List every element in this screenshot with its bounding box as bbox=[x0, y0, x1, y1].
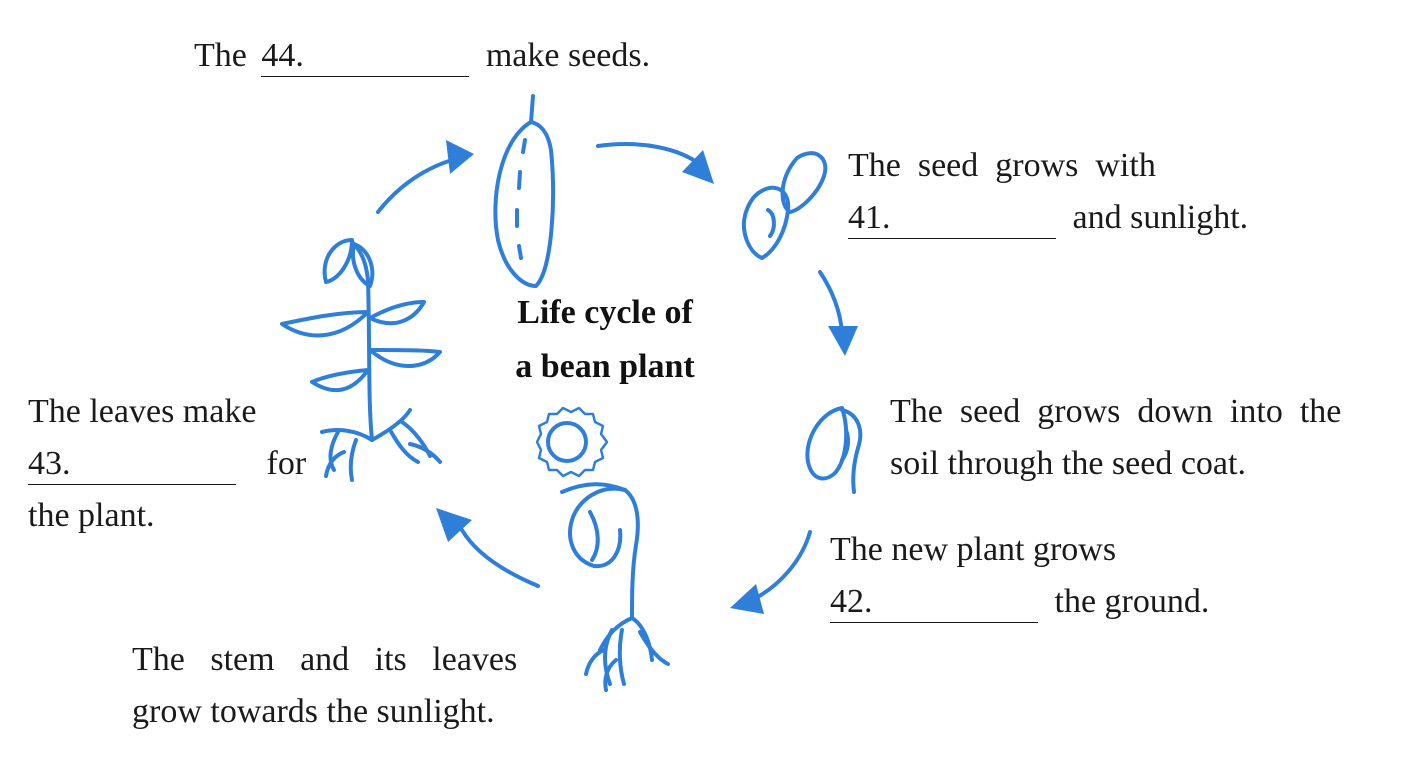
sprouting-seed-icon bbox=[805, 406, 863, 494]
stage-right-bottom-line1: The new plant grows bbox=[830, 531, 1117, 568]
arrow-seeds-to-sprout-icon bbox=[818, 270, 858, 356]
diagram-title: Life cycle of a bean plant bbox=[482, 286, 728, 394]
stage-bottom-text: The stem and its leaves grow towards the… bbox=[132, 634, 517, 738]
blank-number-41: 41. bbox=[848, 199, 891, 236]
stage-left-line1: The leaves make bbox=[28, 393, 257, 430]
stage-top-text: The 44. make seeds. bbox=[194, 30, 650, 82]
stage-bottom-line2: grow towards the sunlight. bbox=[132, 693, 495, 730]
stage-right-bottom-after: the ground. bbox=[1054, 583, 1210, 620]
stage-top-before: The bbox=[194, 37, 247, 74]
stage-right-top-after: and sunlight. bbox=[1072, 199, 1249, 236]
stage-right-mid-line2: soil through the seed coat. bbox=[890, 445, 1246, 482]
seedling-icon bbox=[560, 482, 670, 692]
arrow-pod-to-seeds-icon bbox=[596, 142, 714, 184]
stage-left-after: for bbox=[266, 445, 307, 482]
stage-left-text: The leaves make 43. for the plant. bbox=[28, 386, 306, 542]
sun-icon bbox=[535, 406, 609, 478]
seeds-icon bbox=[742, 151, 828, 260]
arrow-plant-to-pod-icon bbox=[376, 140, 474, 214]
bean-pod-icon bbox=[493, 94, 556, 288]
stage-right-mid-text: The seed grows down into the soil throug… bbox=[890, 386, 1341, 490]
blank-number-43: 43. bbox=[28, 445, 71, 482]
stage-right-top-line1: The seed grows with bbox=[848, 147, 1156, 184]
stage-right-mid-line1: The seed grows down into the bbox=[890, 393, 1342, 430]
arrow-sprout-to-seedling-icon bbox=[730, 530, 812, 614]
answer-blank-44[interactable]: 44. bbox=[261, 36, 470, 77]
stage-left-line3: the plant. bbox=[28, 497, 155, 534]
diagram-title-line1: Life cycle of bbox=[517, 294, 693, 331]
answer-blank-42[interactable]: 42. bbox=[830, 582, 1038, 623]
blank-number-44: 44. bbox=[261, 37, 304, 74]
stage-bottom-line1: The stem and its leaves bbox=[132, 641, 518, 678]
stage-right-top-text: The seed grows with 41. and sunlight. bbox=[848, 140, 1248, 244]
arrow-seedling-to-plant-icon bbox=[436, 508, 540, 588]
answer-blank-41[interactable]: 41. bbox=[848, 198, 1056, 239]
blank-number-42: 42. bbox=[830, 583, 873, 620]
stage-right-bottom-text: The new plant grows 42. the ground. bbox=[830, 524, 1209, 628]
stage-top-after: make seeds. bbox=[485, 37, 651, 74]
answer-blank-43[interactable]: 43. bbox=[28, 444, 236, 485]
diagram-title-line2: a bean plant bbox=[515, 348, 695, 385]
mature-plant-icon bbox=[280, 238, 442, 482]
